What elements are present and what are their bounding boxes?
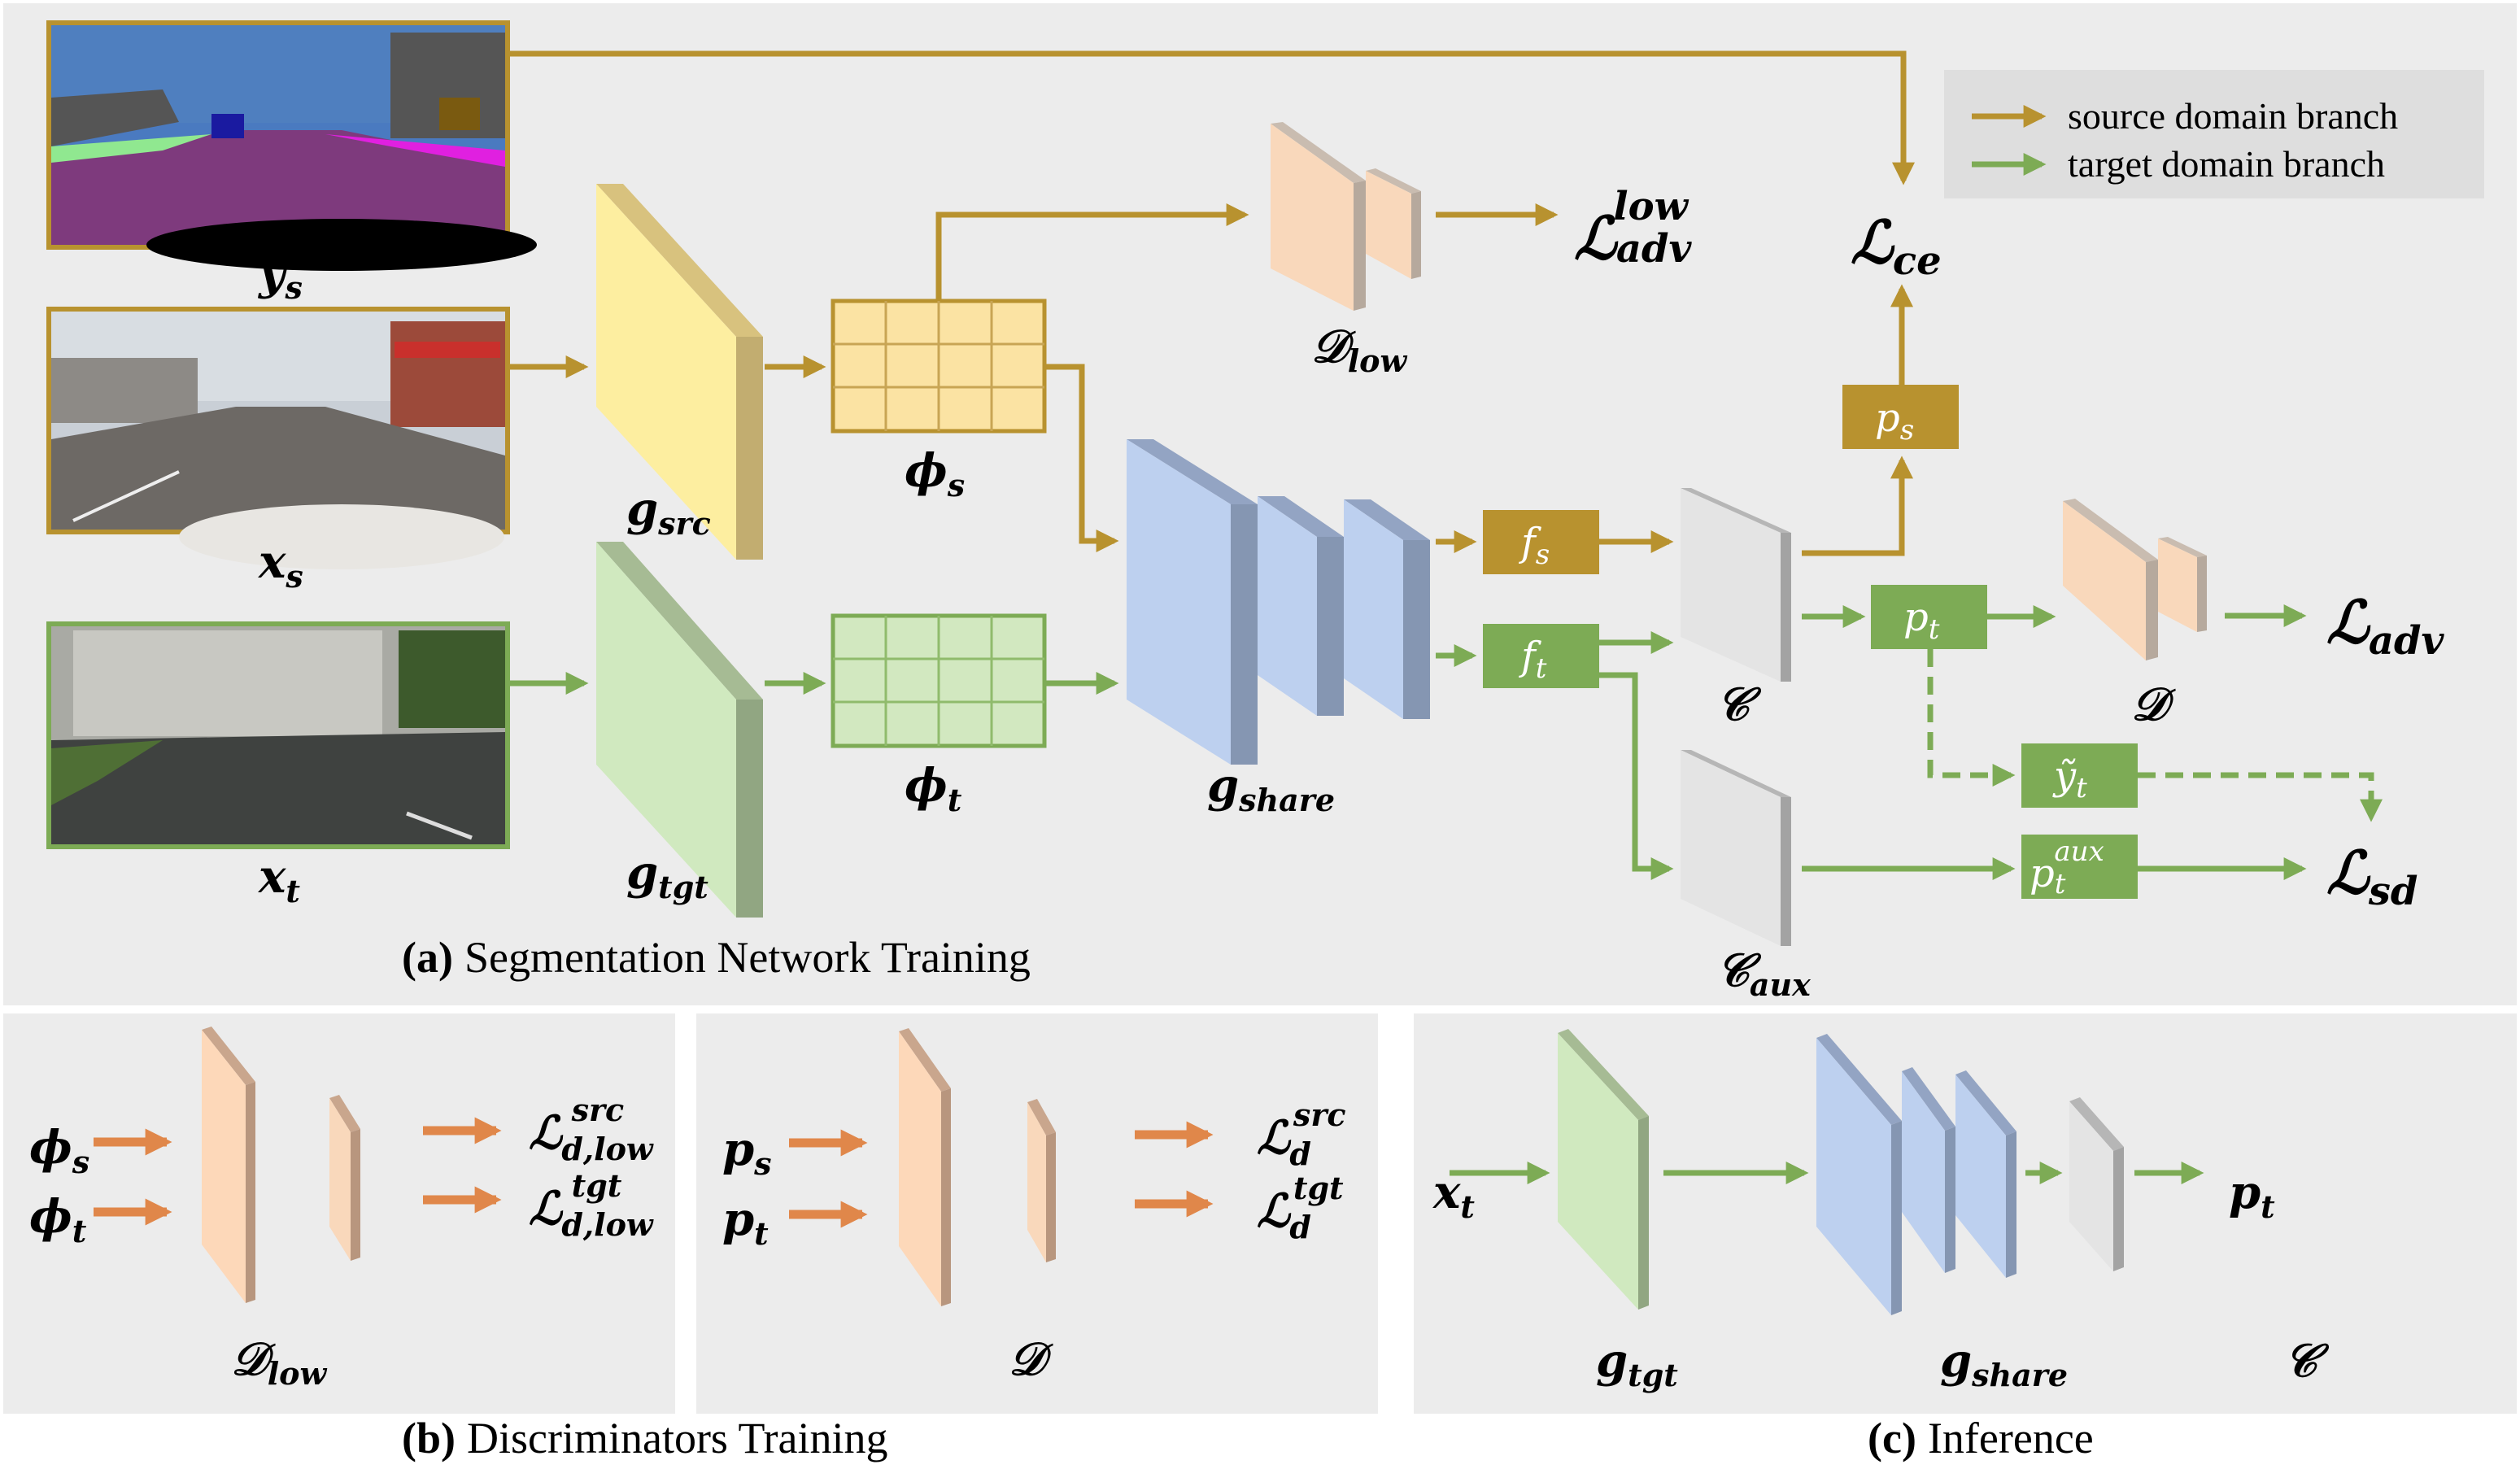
p-t-aux-box	[2021, 835, 2138, 899]
label-c-pt: pt	[2229, 1166, 2275, 1225]
d-low-discriminator-module	[202, 1027, 360, 1303]
label-c-g-tgt: gtgt	[1596, 1334, 1678, 1393]
label-p-t: pt	[1903, 595, 1940, 646]
g-tgt-module	[596, 542, 763, 918]
loss-l-d-tgt: ℒdtgt	[1257, 1170, 1344, 1245]
p-s-box	[1842, 385, 1959, 449]
label-phi-t: ϕt	[905, 759, 962, 818]
loss-l-adv-low: ℒadvlow	[1574, 184, 1693, 272]
label-b-p-t: pt	[722, 1192, 769, 1252]
d-low-module	[1271, 122, 1421, 311]
caption-c: (c)Inference	[1868, 1414, 2094, 1462]
label-phi-s: ϕs	[905, 444, 965, 503]
legend-source-label: source domain branch	[2068, 95, 2398, 137]
inference-g-share-module	[1816, 1034, 2016, 1315]
label-x-s: xs	[258, 535, 303, 595]
classifier-c-module	[1681, 488, 1791, 682]
loss-l-d-low-src: ℒd,lowsrc	[529, 1092, 654, 1167]
label-f-s: fs	[1519, 520, 1550, 571]
phi-s-feature-grid	[831, 299, 1047, 434]
phi-t-feature-grid	[831, 613, 1047, 748]
arrow-phis-to-gshare	[1044, 364, 1119, 552]
arrow-ft-to-caux	[1599, 672, 1674, 880]
source-branch-arrows	[508, 50, 1915, 556]
d-module	[2063, 499, 2207, 660]
inference-classifier-module	[2069, 1097, 2124, 1271]
target-branch-arrows	[508, 604, 2383, 880]
legend-target-label: target domain branch	[2068, 143, 2385, 185]
loss-l-d-src: ℒdsrc	[1257, 1096, 1345, 1172]
label-g-share: gshare	[1207, 759, 1335, 818]
arrow-ytilde-to-lsd-dashed	[2138, 772, 2383, 822]
arrow-c-to-ps	[1802, 456, 1913, 556]
label-x-t: xt	[258, 850, 300, 909]
legend-box	[1944, 70, 2484, 198]
caption-a: (a)Segmentation Network Training	[402, 933, 1031, 982]
arrow-phis-to-dlow	[935, 203, 1249, 301]
g-src-module	[596, 184, 763, 560]
arrow-ys-to-lce	[508, 50, 1915, 185]
loss-l-d-low-tgt: ℒd,lowtgt	[529, 1167, 654, 1243]
legend: source domain branch target domain branc…	[1944, 70, 2484, 198]
inference-g-tgt-module	[1558, 1029, 1649, 1310]
image-x-s	[46, 307, 510, 569]
label-c-xt: xt	[1432, 1166, 1475, 1225]
label-p-t-aux: ptaux	[2030, 835, 2104, 900]
f-t-box	[1483, 624, 1599, 688]
label-y-s: ys	[257, 246, 303, 306]
label-g-src: gsrc	[626, 482, 711, 542]
image-y-s	[46, 20, 537, 271]
loss-l-adv: ℒadv	[2326, 587, 2445, 664]
d-discriminator-module	[899, 1028, 1056, 1306]
label-b-phi-s: ϕs	[29, 1121, 89, 1180]
classifier-c-aux-module	[1681, 750, 1791, 946]
image-x-t	[46, 621, 510, 849]
label-p-s: ps	[1875, 395, 1914, 447]
f-s-box	[1483, 510, 1599, 574]
y-tilde-t-box	[2021, 743, 2138, 808]
p-t-box	[1871, 585, 1987, 649]
arrow-pt-to-ytilde-dashed	[1927, 649, 2016, 787]
g-share-module	[1127, 439, 1430, 765]
loss-l-sd: ℒsd	[2326, 838, 2418, 914]
caption-b: (b)Discriminators Training	[402, 1414, 888, 1462]
label-d-low: 𝒟low	[1311, 320, 1407, 379]
label-y-tilde-t: ỹt	[2052, 753, 2087, 804]
label-b-phi-t: ϕt	[29, 1190, 87, 1249]
label-c-g-share: gshare	[1940, 1334, 2068, 1393]
label-b-p-s: ps	[722, 1122, 772, 1182]
loss-l-ce: ℒce	[1851, 207, 1942, 284]
label-g-tgt: gtgt	[626, 846, 708, 905]
